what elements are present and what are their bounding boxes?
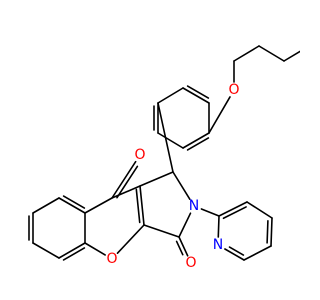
bond-cP1-cK xyxy=(111,185,141,199)
molecule-structure-drawing: O O O O N N xyxy=(28,45,300,271)
bond-r2-r3 xyxy=(246,201,273,219)
bond-nL-cH xyxy=(172,171,191,200)
bond-cL-oL xyxy=(178,236,189,257)
bond-a5-a6 xyxy=(182,132,210,149)
bond-cP1-oK-double xyxy=(116,165,139,199)
bond-r1-r2-double xyxy=(222,206,247,220)
bond-a4-a5 xyxy=(157,132,184,149)
bond-a5-a6-double xyxy=(186,137,210,151)
bond-r1-r2 xyxy=(218,201,248,217)
bond-cP3-cP1 xyxy=(84,197,113,214)
bond-a2-a3 xyxy=(157,87,184,104)
bond-h4-h5 xyxy=(58,242,86,259)
bond-r5-nP-double xyxy=(228,246,245,256)
bond-r3-r4-double xyxy=(266,220,269,244)
bond-cOr-oP xyxy=(116,224,145,254)
atom-label-o-ketone: O xyxy=(134,147,145,163)
atom-label-o-lactam: O xyxy=(185,255,196,271)
bond-nP-r1 xyxy=(217,215,220,238)
bond-h3-h4 xyxy=(32,242,60,259)
atom-label-n-pyridine: N xyxy=(213,237,223,253)
bond-cL-oL-double xyxy=(175,240,184,256)
bond-cP1-oK xyxy=(111,160,137,199)
bond-h4-h5-double xyxy=(62,247,86,261)
bond-cK-cOr xyxy=(139,185,145,226)
atom-label-n-lactam: N xyxy=(189,198,199,214)
bond-oE-a6 xyxy=(208,96,231,134)
bond-layer xyxy=(28,45,300,261)
bond-a1-a2-double xyxy=(186,85,210,99)
bond-c2-c1 xyxy=(258,45,285,62)
bond-r5-nP xyxy=(224,248,245,261)
bond-a3-cH xyxy=(157,102,174,173)
atom-label-o-pyran: O xyxy=(106,251,117,267)
bond-h1-h2 xyxy=(32,197,60,214)
bond-nL-r1 xyxy=(200,208,220,217)
bond-r4-r5 xyxy=(243,245,272,261)
bond-h0-h1 xyxy=(58,197,86,214)
bond-c1-c0 xyxy=(233,45,260,62)
bond-cOr-cL xyxy=(143,224,180,238)
bond-oP-cP2 xyxy=(84,242,106,256)
bond-h0-h1-double xyxy=(62,195,86,209)
bond-c3-c2 xyxy=(283,50,300,62)
bond-r3-r4 xyxy=(270,217,273,247)
atom-label-o-ether: O xyxy=(228,82,239,98)
bond-cL-nL xyxy=(178,212,192,238)
bond-cK-cOr-double xyxy=(135,188,141,224)
bond-cH-cK xyxy=(139,171,174,187)
atom-label-layer: O O O O N N xyxy=(106,82,239,271)
bond-a1-a2 xyxy=(182,87,210,104)
